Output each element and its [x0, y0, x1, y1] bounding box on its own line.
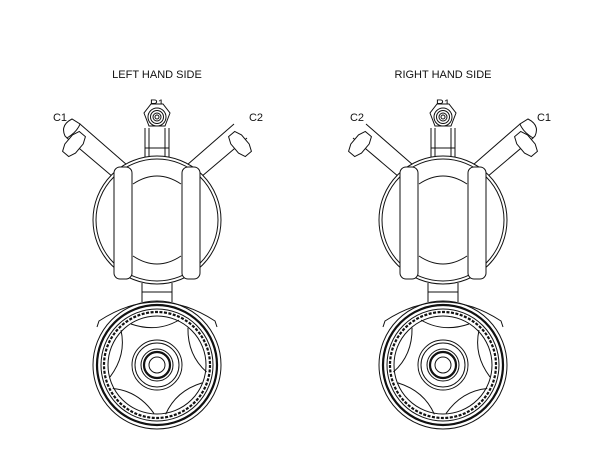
port-label-left: C2	[350, 112, 364, 124]
left-hand-side-view: LEFT HAND SIDE R1 C1 C2	[53, 69, 263, 431]
port-label-right: C2	[249, 112, 263, 124]
assembly-drawing	[59, 102, 255, 431]
view-title: LEFT HAND SIDE	[112, 69, 202, 81]
port-label-right: C1	[537, 112, 551, 124]
right-hand-side-view: RIGHT HAND SIDE R1 C2 C1	[345, 69, 551, 431]
port-label-left: C1	[53, 112, 67, 124]
assembly-drawing	[345, 102, 541, 431]
view-title: RIGHT HAND SIDE	[395, 69, 492, 81]
